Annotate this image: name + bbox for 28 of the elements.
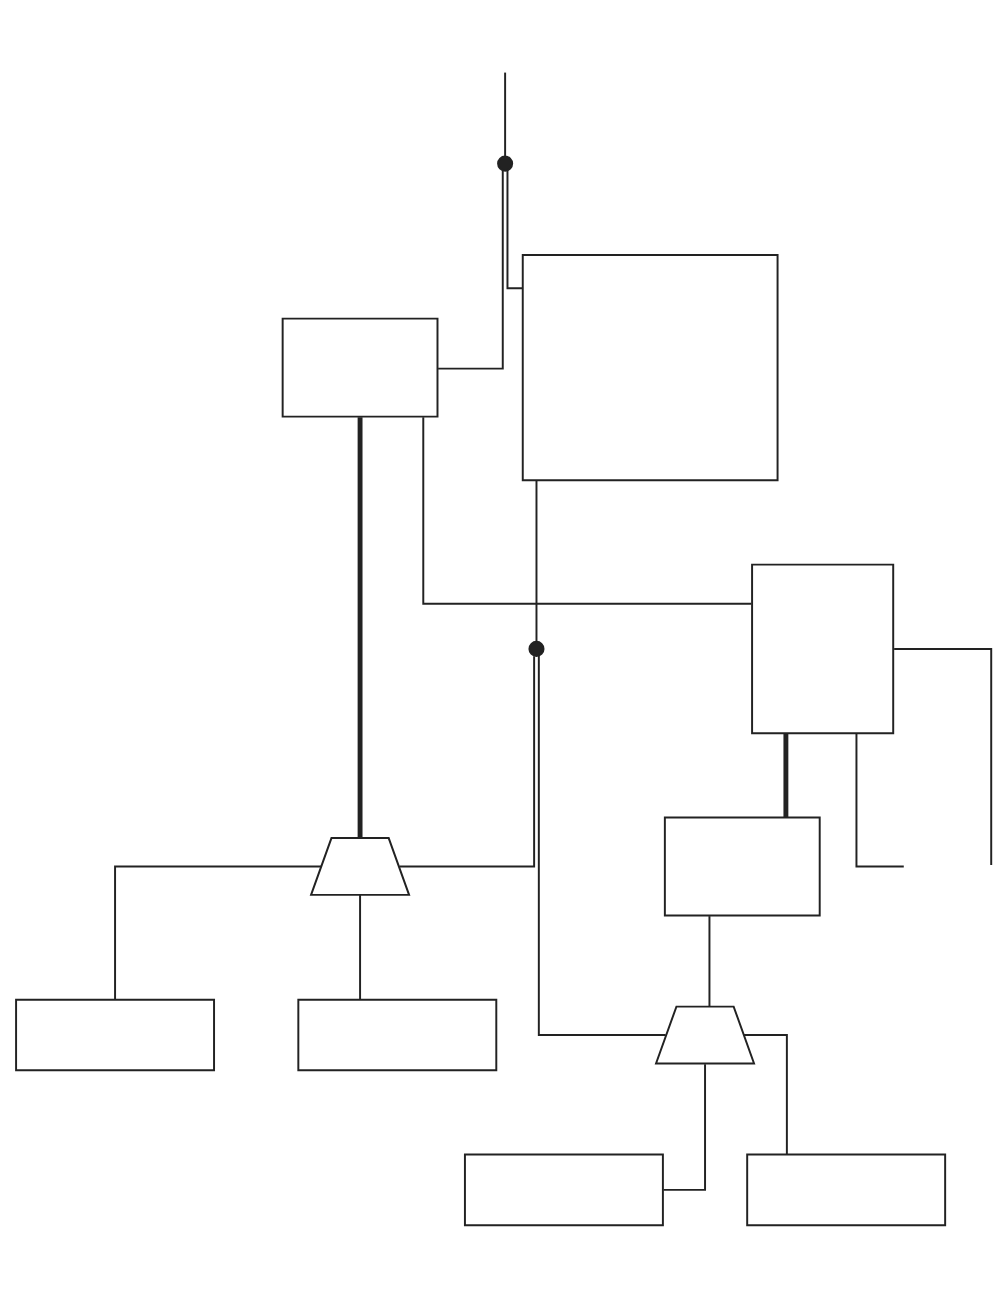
connector	[357, 417, 363, 838]
connector	[422, 416, 753, 605]
connector	[855, 732, 905, 868]
node-box	[281, 317, 439, 418]
node-dot	[497, 155, 514, 172]
node-box	[746, 1153, 947, 1227]
connector	[783, 733, 789, 818]
connector	[662, 1063, 706, 1191]
node-box	[297, 998, 498, 1072]
connector	[708, 915, 711, 1008]
connector	[537, 654, 667, 1036]
node-dot	[528, 640, 545, 657]
connector	[893, 647, 993, 867]
node-trapezoid	[654, 1005, 756, 1065]
connector	[398, 655, 536, 868]
connector	[437, 169, 504, 370]
connector	[506, 169, 524, 290]
node-box	[521, 253, 779, 482]
node-box	[751, 563, 895, 735]
connector	[504, 71, 507, 158]
connector	[359, 894, 362, 1001]
node-trapezoid	[309, 837, 411, 896]
node-box	[663, 816, 821, 917]
connector	[535, 479, 538, 643]
node-box	[463, 1153, 664, 1227]
connector	[743, 1034, 788, 1155]
connector	[114, 865, 323, 1001]
node-box	[15, 998, 216, 1072]
